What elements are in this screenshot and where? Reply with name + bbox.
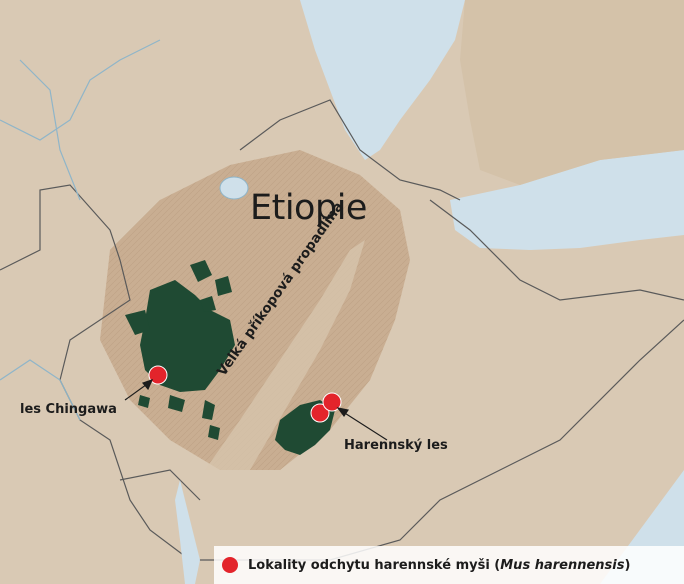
arabian-peninsula	[460, 0, 684, 185]
lake-turkana	[175, 480, 200, 584]
marker-harenna-2	[322, 392, 342, 412]
legend: Lokality odchytu harennské myši (Mus har…	[214, 546, 684, 584]
forest-areas	[125, 260, 335, 455]
rivers	[0, 39, 161, 421]
country-label: Etiopie	[250, 188, 367, 228]
pointer-arrows	[124, 379, 388, 441]
lake-tana	[219, 176, 249, 200]
gulf-of-aden	[450, 150, 684, 250]
legend-species: Mus harennensis	[500, 557, 625, 573]
rift-valley	[205, 240, 365, 470]
marker-chingawa	[148, 365, 168, 385]
borders	[0, 99, 684, 561]
chingawa-forest-label: les Chingawa	[20, 402, 117, 417]
capture-markers	[148, 365, 342, 423]
red-sea	[300, 0, 465, 160]
marker-harenna-1	[310, 403, 330, 423]
harenna-forest-label: Harennský les	[344, 438, 448, 453]
legend-marker-icon	[222, 557, 238, 573]
legend-text: Lokality odchytu harennské myši (Mus har…	[248, 557, 631, 573]
chingawa-forest	[140, 280, 235, 392]
